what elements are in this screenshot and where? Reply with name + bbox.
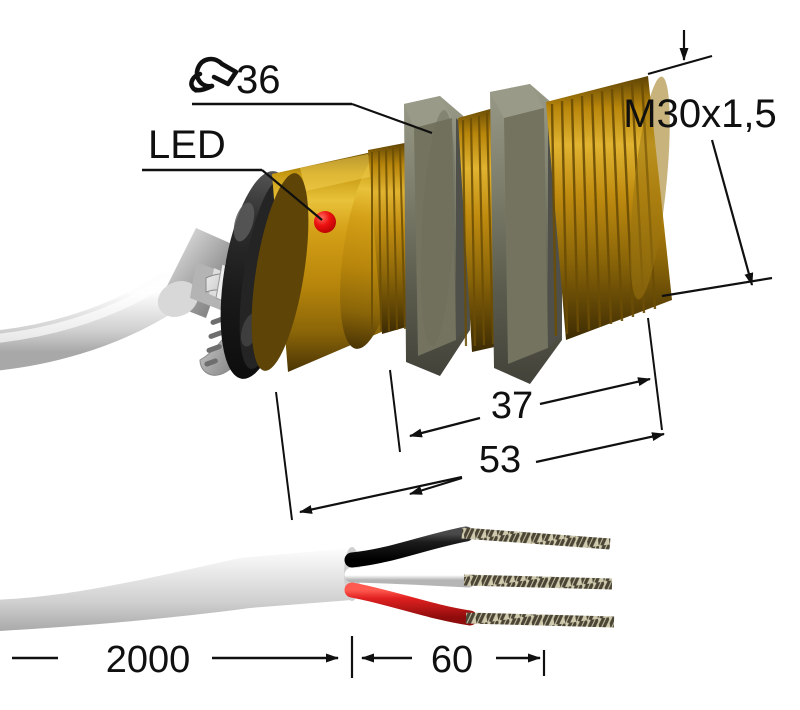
thread-ext-line-top — [647, 54, 713, 76]
wire-white — [344, 567, 613, 590]
hex-nut-rear — [490, 84, 562, 384]
thread-ext-line-bottom — [661, 276, 773, 298]
dim37-ext-right — [647, 317, 663, 431]
dim53-line-right — [535, 432, 665, 464]
sensor-assembly — [0, 76, 672, 384]
cable-jacket — [0, 548, 352, 631]
dimension-60: 60 — [350, 636, 546, 681]
wire-black — [344, 526, 611, 568]
dimension-thread-spec: M30x1,5 — [623, 30, 777, 298]
wrench-icon — [189, 56, 239, 93]
sensor-cable — [0, 272, 188, 371]
dim53-label: 53 — [479, 439, 521, 481]
dim37-line-right — [539, 377, 651, 406]
thread-spec-label: M30x1,5 — [623, 92, 776, 136]
dimension-37: 37 — [389, 317, 663, 453]
led-indicator-icon — [314, 211, 336, 233]
dim37-line-left — [409, 416, 481, 438]
dim53-ext-left — [275, 391, 293, 521]
dim53-line-left-run — [299, 475, 463, 514]
wire-red-stripped-end — [465, 612, 615, 628]
led-label: LED — [148, 123, 226, 167]
callout-led: LED — [142, 123, 323, 221]
dim37-ext-left — [389, 369, 401, 453]
thread-dim-arrow-bottom — [710, 139, 754, 286]
callout-wrench-size: 36 — [189, 56, 433, 135]
wrench-leader-line — [351, 102, 433, 135]
dim2000-label: 2000 — [106, 639, 191, 681]
hex-nut-front — [404, 96, 470, 376]
thread-section-rear — [546, 76, 672, 340]
wire-red — [344, 582, 615, 628]
dim37-label: 37 — [491, 385, 533, 427]
cable-pigtail-view — [0, 526, 615, 631]
wire-white-stripped-end — [463, 574, 613, 590]
wrench-icon-detail — [193, 87, 199, 93]
dimension-53: 53 — [275, 391, 665, 521]
led-leader-line — [261, 169, 323, 221]
dim60-label: 60 — [431, 639, 473, 681]
wrench-size-label: 36 — [236, 58, 281, 102]
dim53-line-left — [409, 476, 463, 496]
wire-black-stripped-end — [461, 527, 611, 550]
dimension-2000: 2000 — [12, 639, 339, 681]
